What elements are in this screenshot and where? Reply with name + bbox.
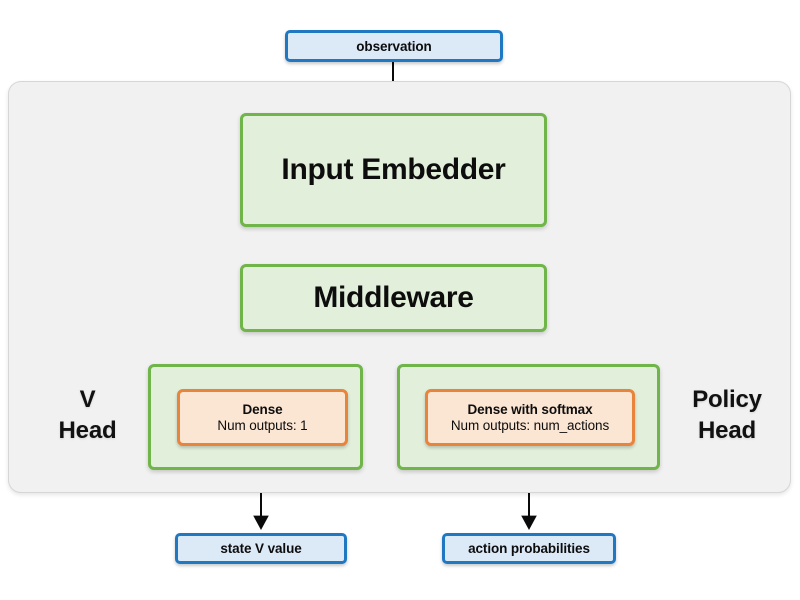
node-dense-with-softmax-title: Dense with softmax (467, 401, 593, 417)
label-v-head: V Head (30, 385, 145, 446)
node-dense-with-softmax-subtitle: Num outputs: num_actions (450, 417, 610, 433)
node-middleware-label: Middleware (313, 281, 474, 314)
node-dense[interactable]: Dense Num outputs: 1 (177, 389, 348, 446)
node-dense-subtitle: Num outputs: 1 (217, 417, 308, 433)
node-observation[interactable]: observation (285, 30, 503, 62)
node-dense-with-softmax[interactable]: Dense with softmax Num outputs: num_acti… (425, 389, 635, 446)
node-dense-title: Dense (242, 401, 283, 417)
label-policy-head-line1: Policy (692, 386, 762, 413)
node-input-embedder[interactable]: Input Embedder (240, 113, 547, 227)
label-policy-head-line2: Head (698, 416, 756, 444)
node-middleware[interactable]: Middleware (240, 264, 547, 332)
node-observation-label: observation (356, 38, 432, 54)
node-input-embedder-label: Input Embedder (281, 153, 506, 186)
node-state-v-value-label: state V value (220, 541, 302, 556)
node-action-probabilities-label: action probabilities (468, 541, 590, 556)
label-v-head-line1: V (79, 386, 96, 413)
label-policy-head: Policy Head (664, 385, 790, 446)
label-v-head-line2: Head (58, 416, 117, 444)
node-action-probabilities[interactable]: action probabilities (442, 533, 616, 564)
node-state-v-value[interactable]: state V value (175, 533, 347, 564)
